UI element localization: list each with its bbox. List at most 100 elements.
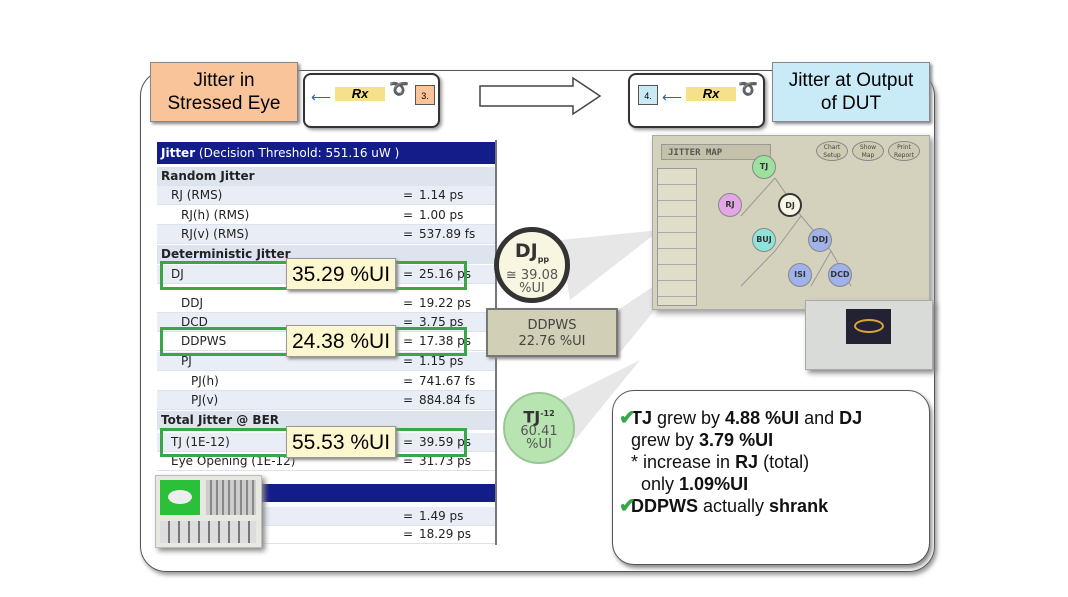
note-text: only	[641, 474, 680, 494]
row-label: Random Jitter	[161, 169, 255, 183]
dj-value: ≅ 39.08	[505, 267, 559, 283]
map-node-dj[interactable]: DJ	[778, 193, 802, 217]
row-label: TJ (1E-12)	[171, 435, 230, 449]
arrow-left-icon: ⟵	[311, 89, 332, 105]
jitter-list-panel[interactable]	[657, 168, 697, 306]
ddpws-dut-box: DDPWS 22.76 %UI	[486, 308, 618, 357]
row-eq: =	[403, 393, 414, 407]
map-node-buj[interactable]: BUJ	[752, 228, 776, 252]
row-eq: =	[403, 334, 414, 348]
step-number: 4.	[638, 85, 658, 105]
callout-dj: 35.29 %UI	[286, 258, 396, 290]
row-label: PJ(v)	[191, 393, 219, 407]
row-label: DCD	[181, 315, 208, 329]
note-text: and	[799, 408, 840, 428]
row-label: Eye Opening (1E-12)	[171, 454, 296, 468]
right-label-text: Jitter at Output of DUT	[788, 70, 914, 114]
scope-screen	[846, 309, 891, 344]
note-text: 4.88 %UI	[725, 408, 800, 428]
dj-dut-circle: DJpp ≅ 39.08 %UI	[494, 227, 570, 303]
step-number: 3.	[415, 85, 435, 105]
note-line-4: only 1.09%UI	[631, 473, 929, 495]
map-button[interactable]: Chart Setup	[816, 141, 848, 161]
table-row: PJ=1.15 ps	[157, 352, 495, 371]
row-label: Deterministic Jitter	[161, 247, 291, 261]
right-arrow-icon	[479, 76, 602, 116]
tj-sup: -12	[540, 409, 555, 418]
table-row: Eye Opening (1E-12)=31.73 ps	[157, 452, 495, 471]
tj-name: TJ	[523, 407, 541, 427]
row-eq: =	[403, 227, 414, 241]
rx-block: Rx	[335, 87, 385, 101]
row-value: 537.89 fs	[419, 227, 476, 241]
left-label-text: Jitter in Stressed Eye	[167, 70, 281, 114]
note-line-3: * increase in RJ (total)	[631, 451, 929, 473]
row-value: 1.15 ps	[419, 354, 464, 368]
map-node-isi[interactable]: ISI	[788, 263, 812, 287]
row-eq: =	[403, 527, 414, 541]
note-text: 1.09%UI	[679, 474, 749, 494]
ddpws-value: 22.76 %UI	[518, 334, 586, 349]
row-label: DJ	[171, 267, 184, 281]
row-eq: =	[403, 354, 414, 368]
row-value: 1.14 ps	[419, 188, 464, 202]
tj-unit: %UI	[526, 437, 552, 453]
row-eq: =	[403, 188, 414, 202]
checkmark-icon: ✔	[619, 407, 636, 429]
note-text: shrank	[769, 496, 829, 516]
tj-dut-circle: TJ-12 60.41 %UI	[503, 392, 575, 464]
row-label: RJ(v) (RMS)	[181, 227, 249, 241]
map-node-rj[interactable]: RJ	[718, 193, 742, 217]
map-node-dcd[interactable]: DCD	[828, 263, 852, 287]
note-text: grew by	[652, 408, 726, 428]
note-text: * increase in	[631, 452, 736, 472]
row-label: Total Jitter @ BER	[161, 413, 280, 427]
dut-oscilloscope-image	[805, 300, 933, 370]
row-eq: =	[403, 296, 414, 310]
oscilloscope-image	[155, 475, 262, 548]
note-text: DDPWS	[631, 496, 698, 516]
row-label: PJ(h)	[191, 374, 219, 388]
note-text: 3.79 %UI	[699, 430, 774, 450]
table-header: Jitter (Decision Threshold: 551.16 uW )	[157, 142, 495, 164]
map-button[interactable]: Show Map	[852, 141, 884, 161]
note-line-5: ✔DDPWS actually shrank	[619, 495, 929, 517]
map-button[interactable]: Print Report	[888, 141, 920, 161]
map-node-ddj[interactable]: DDJ	[808, 228, 832, 252]
dj-sub: pp	[537, 254, 550, 264]
table-section-header: Total Jitter @ BER	[157, 411, 495, 430]
table-row: = 18.29 ps	[157, 525, 495, 544]
map-node-tj[interactable]: TJ	[752, 155, 776, 179]
row-value: 1.00 ps	[419, 208, 464, 222]
row-value: 19.22 ps	[419, 296, 472, 310]
note-text: TJ	[631, 408, 653, 428]
checkmark-icon: ✔	[619, 495, 636, 517]
row-value: 17.38 ps	[419, 334, 472, 348]
table-row: PJ(v)=884.84 fs	[157, 391, 495, 410]
row-eq: =	[403, 374, 414, 388]
rx-block: Rx	[686, 87, 736, 101]
row-label: RJ(h) (RMS)	[181, 208, 250, 222]
jitter-map-title: JITTER MAP	[661, 144, 771, 160]
note-line-1: ✔TJ grew by 4.88 %UI and DJ	[619, 407, 929, 429]
note-line-2: grew by 3.79 %UI	[631, 429, 929, 451]
arrow-left-icon: ⟵	[662, 89, 683, 105]
callout-ddpws: 24.38 %UI	[286, 325, 396, 357]
fiber-loop-icon: ➰	[389, 81, 409, 98]
right-label: Jitter at Output of DUT	[772, 62, 930, 122]
row-eq: =	[403, 315, 414, 329]
table-row: RJ (RMS) = 1.14 ps	[157, 186, 495, 205]
fiber-loop-icon: ➰	[738, 81, 758, 98]
row-label: RJ (RMS)	[171, 188, 223, 202]
summary-note: ✔TJ grew by 4.88 %UI and DJ grew by 3.79…	[612, 390, 930, 565]
table-header-title: Jitter	[161, 146, 196, 160]
row-eq: =	[403, 454, 414, 468]
rx-diagram-stressed: ⟵ Rx ➰ 3.	[303, 73, 440, 128]
note-text: RJ	[735, 452, 759, 472]
row-value: 25.16 ps	[419, 267, 472, 281]
row-value: 18.29 ps	[419, 527, 472, 541]
table-header-threshold: (Decision Threshold: 551.16 uW )	[195, 146, 400, 160]
row-label: DDJ	[181, 296, 204, 310]
slide-frame	[140, 70, 935, 572]
